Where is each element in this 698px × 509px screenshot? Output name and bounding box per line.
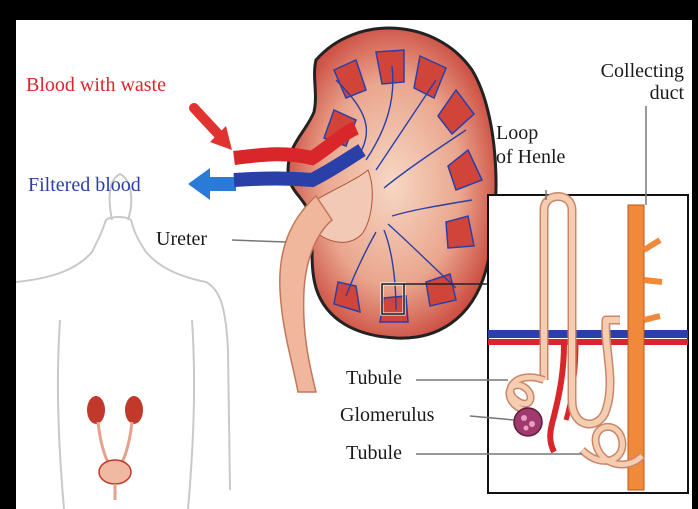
red-arrow-icon [194, 108, 232, 150]
label-collecting-duct-line1: Collecting [572, 60, 684, 82]
label-tubule-lower: Tubule [346, 442, 402, 464]
label-loop-line2: of Henle [496, 146, 565, 168]
label-tubule-upper: Tubule [346, 367, 402, 389]
label-filtered-blood: Filtered blood [28, 174, 141, 196]
magnified-nephron-box [488, 195, 688, 493]
label-glomerulus: Glomerulus [340, 404, 434, 426]
label-blood-with-waste: Blood with waste [26, 74, 166, 96]
glomerulus-icon [514, 408, 542, 436]
label-ureter: Ureter [156, 228, 207, 250]
diagram-canvas: Blood with waste Filtered blood Ureter C… [16, 20, 692, 509]
label-collecting-duct-line2: duct [572, 82, 684, 104]
body-kidneys [87, 396, 143, 500]
blue-arrow-icon [188, 168, 236, 200]
label-loop-line1: Loop [496, 122, 538, 144]
